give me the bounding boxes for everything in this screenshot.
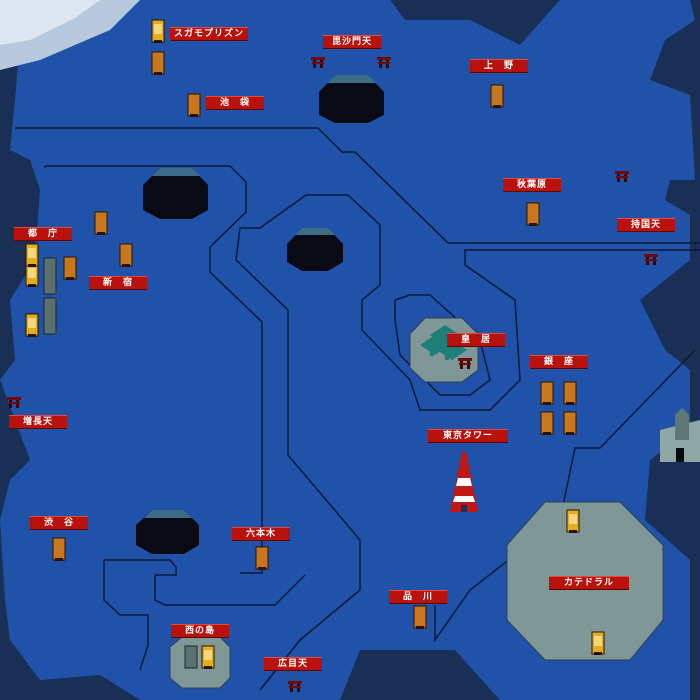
label-jikokuten[interactable]: 持国天 <box>617 218 675 232</box>
label-sugamo[interactable]: スガモプリズン <box>170 27 248 41</box>
label-shibuya[interactable]: 渋 谷 <box>30 516 88 530</box>
crater-center <box>287 228 343 271</box>
label-tokyo-tower[interactable]: 東京タワー <box>428 429 508 443</box>
tokyo-tower-icon <box>450 452 478 512</box>
crater-ikebukuro-north <box>319 75 384 123</box>
crater-shinjuku-north <box>143 168 208 219</box>
label-kokyo[interactable]: 皇 居 <box>447 333 505 347</box>
label-tocho[interactable]: 都 庁 <box>14 227 72 241</box>
nishinoshima-island <box>169 636 231 689</box>
label-akihabara[interactable]: 秋葉原 <box>503 178 561 192</box>
label-cathedral[interactable]: カテドラル <box>549 576 629 590</box>
label-bishamonten[interactable]: 毘沙門天 <box>323 35 381 49</box>
label-ueno[interactable]: 上 野 <box>470 59 528 73</box>
label-shinagawa[interactable]: 品 川 <box>389 590 447 604</box>
label-ginza[interactable]: 銀 座 <box>530 355 588 369</box>
crater-shibuya-south <box>136 510 199 554</box>
label-ikebukuro[interactable]: 池 袋 <box>206 96 264 110</box>
road-network <box>15 127 700 691</box>
label-komokuten[interactable]: 広目天 <box>264 657 322 671</box>
label-zochoten[interactable]: 増長天 <box>9 415 67 429</box>
label-shinjuku[interactable]: 新 宿 <box>89 276 147 290</box>
label-roppongi[interactable]: 六本木 <box>232 527 290 541</box>
label-nishinoshima[interactable]: 西の島 <box>171 624 229 638</box>
cathedral-icon <box>660 408 700 462</box>
